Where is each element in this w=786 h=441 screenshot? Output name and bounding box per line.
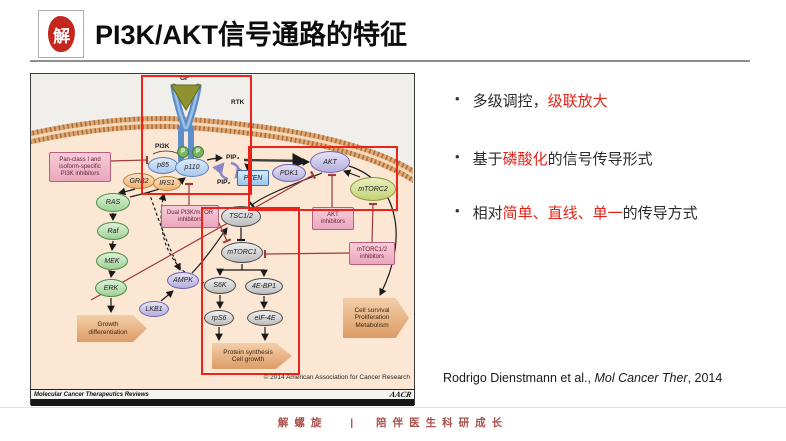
output-line: Growth <box>97 321 119 328</box>
output-line: Metabolism <box>355 321 389 329</box>
node-s6k: S6K <box>204 277 236 294</box>
journal-name: Molecular Cancer Therapeutics Reviews <box>34 391 149 398</box>
figure-bottom-bar <box>31 399 414 406</box>
node-mtorc1: mTORC1 <box>221 242 263 263</box>
footer-divider <box>0 407 786 408</box>
inhibitor-line: Pan-class I and <box>59 156 101 163</box>
bullet-text: 多级调控，级联放大 <box>472 93 608 110</box>
footer: 解螺旋 | 陪伴医生科研成长 <box>0 415 786 430</box>
journal-bar: Molecular Cancer Therapeutics Reviews AA… <box>31 389 414 399</box>
node-pdk1: PDK1 <box>272 164 306 182</box>
citation: Rodrigo Dienstmann et al., Mol Cancer Th… <box>443 371 723 385</box>
phospho-site: P <box>177 146 189 158</box>
node-ampk: AMPK <box>167 272 199 289</box>
inhibitor-box-akt: AKT inhibitors <box>312 207 354 230</box>
node-grb2: GRB2 <box>123 173 155 189</box>
node-mek: MEK <box>96 252 128 270</box>
output-protein-synthesis: Protein synthesis Cell growth <box>212 343 292 369</box>
node-mtorc2: mTORC2 <box>350 177 396 201</box>
inhibitor-line: inhibitors <box>320 218 345 225</box>
node-4ebp1: 4E-BP1 <box>245 278 283 295</box>
node-eif4e: eIF-4E <box>247 310 283 326</box>
figure-copyright: © 2014 American Association for Cancer R… <box>263 374 410 381</box>
inhibitor-line: inhibitors <box>359 253 384 260</box>
growth-factor-icon <box>170 84 202 111</box>
output-line: Cell survival <box>354 306 390 314</box>
bullet-icon: • <box>455 91 460 106</box>
inhibitor-line: Dual PI3K/mTOR <box>166 209 214 216</box>
inhibitor-line: isoform-specific <box>59 163 101 170</box>
output-cell-survival: Cell survival Proliferation Metabolism <box>343 298 409 338</box>
output-line: Cell growth <box>231 356 265 363</box>
cell-membrane <box>31 74 413 184</box>
node-akt: AKT <box>310 151 350 173</box>
inhibitor-line: PI3K inhibitors <box>60 170 100 177</box>
aacr-logo: AACR <box>388 390 412 399</box>
node-p85: p85 <box>148 157 178 174</box>
output-line: Proliferation <box>354 314 390 322</box>
output-growth-differentiation: Growth differentiation <box>77 315 147 342</box>
bullet-icon: • <box>455 149 460 164</box>
node-tsc12: TSC1/2 <box>221 206 261 227</box>
page-title: PI3K/AKT信号通路的特征 <box>95 20 408 50</box>
node-pten: PTEN <box>237 170 269 186</box>
bullet-icon: • <box>455 203 460 218</box>
phospho-site: P <box>192 146 204 158</box>
bullet-item-2: • 基于磷酸化的信号传导形式 <box>455 148 775 169</box>
footer-pipe: | <box>350 417 354 429</box>
bullet-item-1: • 多级调控，级联放大 <box>455 90 775 111</box>
bullet-text: 相对简单、直线、单一的传导方式 <box>472 205 698 222</box>
output-line: differentiation <box>88 328 128 336</box>
footer-brand: 解螺旋 <box>277 417 328 429</box>
node-rps6: rpS6 <box>204 310 234 326</box>
rtk-receptor <box>170 83 202 163</box>
label-pip3: PIP₃ <box>226 154 240 161</box>
inhibitor-line: inhibitors <box>177 216 202 223</box>
bullet-text: 基于磷酸化的信号传导形式 <box>472 151 653 168</box>
node-lkb1: LKB1 <box>139 301 169 317</box>
node-erk: ERK <box>95 279 127 297</box>
label-pip2: PIP₂ <box>217 179 231 186</box>
pip-cycle-arrows <box>212 161 247 181</box>
label-gf: GF <box>180 75 190 82</box>
node-raf: Raf <box>97 222 129 240</box>
seal-icon: 解 <box>46 15 76 53</box>
footer-slogan: 陪伴医生科研成长 <box>376 417 509 429</box>
inhibitor-box-dual-pi3k-mtor: Dual PI3K/mTOR inhibitors <box>161 205 219 228</box>
node-ras: RAS <box>96 193 130 212</box>
title-underline <box>30 60 750 62</box>
pathway-figure: GF RTK PI3K PIP₃ PIP₂ P P p85 p110 GRB2 … <box>30 73 415 406</box>
inhibitor-box-mtorc12: mTORC1/2 inhibitors <box>349 242 395 265</box>
bullet-item-3: • 相对简单、直线、单一的传导方式 <box>455 202 775 223</box>
label-rtk: RTK <box>231 99 245 106</box>
node-irs1: IRS1 <box>153 176 181 191</box>
label-pi3k: PI3K <box>155 143 170 150</box>
inhibitor-box-pan-pi3k: Pan-class I and isoform-specific PI3K in… <box>49 152 111 182</box>
output-line: Protein synthesis <box>223 348 273 356</box>
inhibitor-line: mTORC1/2 <box>356 246 388 253</box>
brand-logo: 解 <box>38 10 84 58</box>
inhibitor-line: AKT <box>327 211 339 218</box>
node-p110: p110 <box>175 158 209 177</box>
